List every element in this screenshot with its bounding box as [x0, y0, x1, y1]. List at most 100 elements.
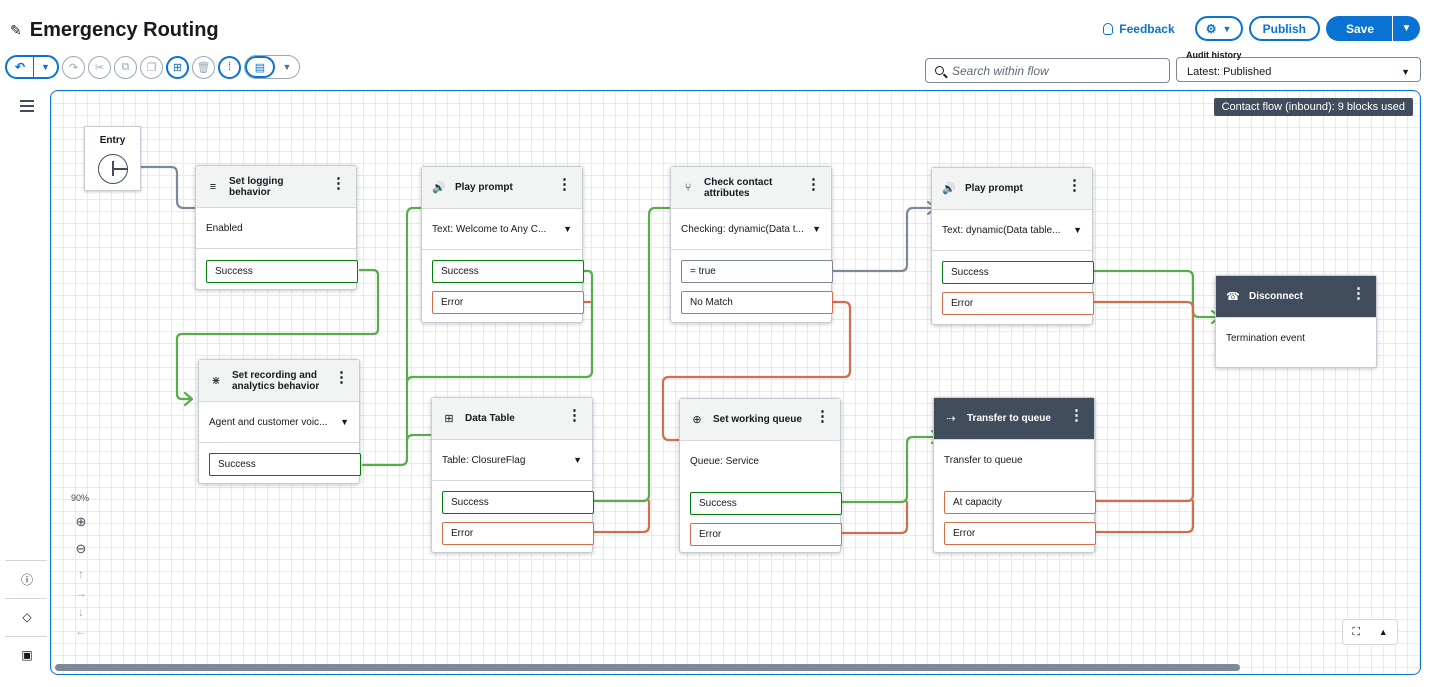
edge-play1-success [405, 269, 594, 385]
chevron-down-icon: ▼ [812, 224, 821, 234]
edge-transfer-capacity [1093, 315, 1195, 503]
kebab-menu-icon[interactable]: ⋮ [567, 407, 582, 424]
gear-icon: ⚙ [1205, 21, 1217, 36]
table-icon: ⊞ [444, 413, 454, 425]
kebab-menu-icon[interactable]: ⋮ [806, 176, 821, 193]
save-button[interactable]: Save [1345, 21, 1374, 36]
block-set-logging[interactable]: ≡ Set logging behavior ⋮ Enabled Success [195, 165, 358, 290]
branch-true[interactable]: = true [681, 260, 833, 283]
block-usage-badge: Contact flow (inbound): 9 blocks used [1213, 98, 1413, 116]
select-all-icon[interactable]: ⊞ [166, 55, 189, 79]
branch-no-match[interactable]: No Match [681, 291, 833, 314]
block-config-text: Text: dynamic(Data table... [942, 224, 1061, 236]
arrow-head [183, 391, 194, 407]
block-play-prompt-2[interactable]: 🔊 Play prompt ⋮ Text: dynamic(Data table… [931, 167, 1094, 325]
block-config-row[interactable]: Table: ClosureFlag▼ [432, 440, 592, 481]
block-header: ⑂ Check contact attributes ⋮ [671, 167, 831, 209]
entry-block[interactable]: Entry [84, 126, 141, 191]
kebab-menu-icon[interactable]: ⋮ [334, 369, 349, 386]
panel-icon[interactable]: ▣ [21, 648, 33, 662]
block-transfer-to-queue[interactable]: ⇢ Transfer to queue ⋮ Transfer to queue … [933, 397, 1096, 553]
block-title: Data Table [465, 413, 515, 424]
edge-recording-to-datatable [405, 433, 441, 443]
block-set-working-queue[interactable]: ⊕ Set working queue ⋮ Queue: Service Suc… [679, 398, 842, 553]
hang-up-icon: ☎ [1226, 291, 1240, 303]
block-play-prompt-1[interactable]: 🔊 Play prompt ⋮ Text: Welcome to Any C..… [421, 166, 584, 323]
zoom-in-icon[interactable]: ⊕ [75, 514, 87, 529]
block-header: ⊕ Set working queue ⋮ [680, 399, 840, 441]
rail-divider [5, 636, 47, 637]
branch-success[interactable]: Success [942, 261, 1094, 284]
speaker-icon: 🔊 [432, 182, 446, 194]
save-options-button[interactable]: ▼ [1392, 16, 1420, 41]
block-check-contact-attributes[interactable]: ⑂ Check contact attributes ⋮ Checking: d… [670, 166, 833, 323]
transfer-icon: ⇢ [946, 413, 956, 425]
delete-icon[interactable]: 🗑 [192, 55, 215, 79]
cut-icon[interactable]: ✂ [88, 55, 111, 79]
pan-up-icon[interactable]: ↑ [78, 567, 84, 581]
pencil-icon[interactable]: ✎ [10, 21, 22, 38]
zoom-controls: 90% ⊕ ⊖ ↑ → ↓ ← [71, 493, 91, 638]
arrange-icon[interactable]: ⁞ [218, 55, 241, 79]
flow-canvas[interactable]: Contact flow (inbound): 9 blocks used En… [50, 90, 1421, 675]
block-config-row[interactable]: Text: Welcome to Any C...▼ [422, 209, 582, 250]
branch-error[interactable]: Error [942, 292, 1094, 315]
block-header: ⇢ Transfer to queue ⋮ [934, 398, 1094, 440]
branch-error[interactable]: Error [442, 522, 594, 545]
block-title-line: behavior [229, 186, 271, 198]
block-data-table[interactable]: ⊞ Data Table ⋮ Table: ClosureFlag▼ Succe… [431, 397, 594, 553]
block-config-row[interactable]: Agent and customer voic...▼ [199, 402, 359, 443]
paste-icon[interactable]: ❐ [140, 55, 163, 79]
branch-error[interactable]: Error [432, 291, 584, 314]
tag-icon[interactable]: ◇ [22, 610, 32, 624]
undo-icon[interactable]: ↶ [14, 60, 26, 74]
branch-success[interactable]: Success [206, 260, 358, 283]
block-set-recording[interactable]: ⋇ Set recording and analytics behavior ⋮… [198, 359, 361, 484]
audit-history-select[interactable]: Latest: Published ▼ [1176, 57, 1421, 82]
hamburger-menu-icon[interactable] [20, 100, 34, 115]
copy-icon[interactable]: ⧉ [114, 55, 137, 79]
branch-success[interactable]: Success [690, 492, 842, 515]
kebab-menu-icon[interactable]: ⋮ [1069, 407, 1084, 424]
title-row: ✎ Emergency Routing [10, 16, 219, 44]
feedback-link[interactable]: Feedback [1103, 22, 1175, 36]
branch-error[interactable]: Error [944, 522, 1096, 545]
horizontal-scrollbar[interactable] [55, 664, 1240, 671]
block-config-text: Table: ClosureFlag [442, 454, 526, 466]
block-title: Set recording and analytics behavior [232, 370, 319, 392]
kebab-menu-icon[interactable]: ⋮ [1067, 177, 1082, 194]
branch-error[interactable]: Error [690, 523, 842, 546]
branch-at-capacity[interactable]: At capacity [944, 491, 1096, 514]
block-config-text: Termination event [1226, 333, 1305, 344]
notes-icon[interactable]: ▤ [245, 56, 275, 78]
pan-down-icon[interactable]: ↓ [78, 605, 84, 619]
block-config-row[interactable]: Text: dynamic(Data table...▼ [932, 210, 1092, 251]
kebab-menu-icon[interactable]: ⋮ [815, 408, 830, 425]
search-input[interactable] [952, 63, 1152, 78]
block-disconnect[interactable]: ☎ Disconnect ⋮ Termination event [1215, 275, 1377, 368]
block-config-row[interactable]: Checking: dynamic(Data t...▼ [671, 209, 831, 250]
settings-dropdown-button[interactable]: ⚙ ▼ [1194, 16, 1243, 41]
redo-icon[interactable]: ↷ [62, 55, 85, 79]
pan-left-icon[interactable]: ← [75, 624, 87, 638]
block-title: Play prompt [455, 182, 513, 193]
kebab-menu-icon[interactable]: ⋮ [331, 175, 346, 192]
block-title: Play prompt [965, 183, 1023, 194]
edit-toolbar: ↶ ▼ ↷ ✂ ⧉ ❐ ⊞ 🗑 ⁞ ▤ ▼ [5, 55, 300, 79]
kebab-menu-icon[interactable]: ⋮ [1351, 285, 1366, 302]
chevron-down-icon: ▼ [340, 417, 349, 427]
fit-to-screen-icon[interactable]: ⛶ [1352, 625, 1361, 638]
branch-success[interactable]: Success [432, 260, 584, 283]
caret-up-icon[interactable]: ▲ [1378, 627, 1388, 637]
pan-right-icon[interactable]: → [75, 586, 87, 600]
undo-options-caret-icon[interactable]: ▼ [33, 57, 57, 77]
publish-button[interactable]: Publish [1248, 16, 1320, 41]
branch-success[interactable]: Success [209, 453, 361, 476]
page-title: Emergency Routing [29, 18, 219, 41]
save-button-group: Save ▼ [1325, 16, 1420, 41]
zoom-out-icon[interactable]: ⊖ [75, 541, 87, 556]
notes-options-caret-icon[interactable]: ▼ [282, 62, 292, 72]
branch-success[interactable]: Success [442, 491, 594, 514]
info-icon[interactable]: ⓘ [20, 572, 33, 587]
kebab-menu-icon[interactable]: ⋮ [557, 176, 572, 193]
